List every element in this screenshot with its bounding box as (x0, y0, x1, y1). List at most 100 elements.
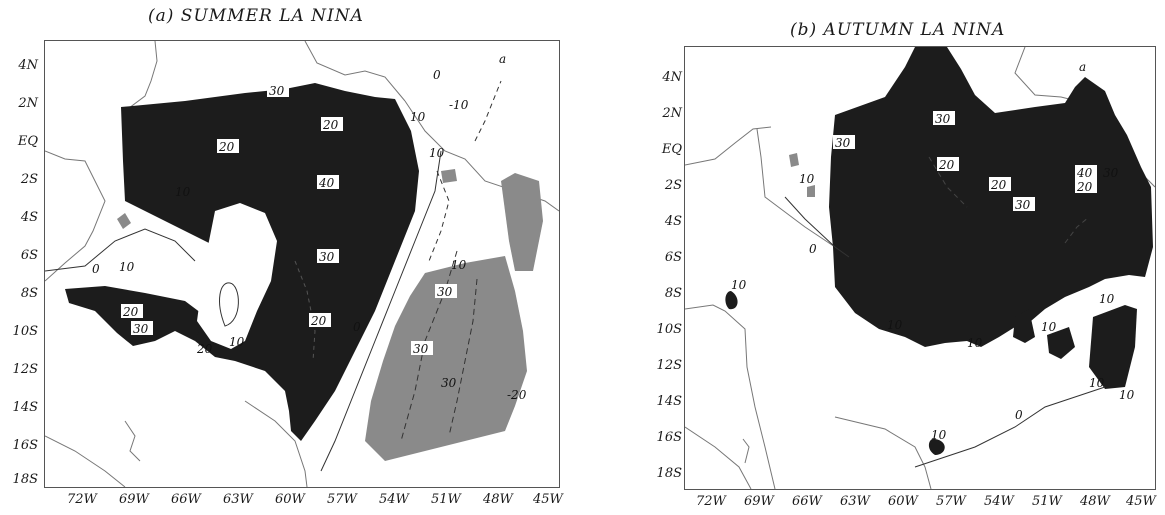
shaded-region-dark (1089, 305, 1137, 389)
contour-line-dashed (294, 260, 316, 362)
map-svg: 30 20 10 -10 0 20 40 10 10 30 0 20 30 20… (45, 41, 559, 487)
contour-label: 10 (731, 278, 747, 292)
x-tick: 57W (936, 494, 966, 509)
contour-label-bg (933, 111, 955, 125)
contour-label: 10 (410, 110, 426, 124)
contour-label: 20 (938, 158, 955, 172)
shaded-region-grey (807, 185, 815, 197)
country-border (304, 41, 406, 102)
y-tick: 2S (20, 172, 38, 187)
panel-title: (b) AUTUMN LA NINA (790, 20, 1006, 40)
contour-line-dashed (448, 278, 478, 437)
y-tick: 2N (18, 96, 38, 111)
contour-label: 20 (1076, 180, 1093, 194)
x-tick: 57W (327, 492, 357, 507)
contour-label: 10 (1099, 292, 1115, 306)
x-tick: 63W (223, 492, 253, 507)
lake-outline (742, 438, 750, 464)
contour-label-bg (1097, 291, 1119, 305)
contour-line (219, 282, 239, 327)
shaded-region-dark (928, 438, 945, 455)
contour-label: 10 (229, 335, 245, 349)
contour-label: 0 (353, 320, 361, 334)
contour-label: 10 (451, 258, 467, 272)
y-tick: 4S (20, 210, 38, 225)
contour-label-bg (317, 249, 339, 263)
y-tick: EQ (17, 134, 38, 149)
contour-line-dashed (428, 170, 450, 262)
contour-label-bg (217, 139, 239, 153)
x-tick: 66W (171, 492, 201, 507)
contour-label: 10 (967, 336, 983, 350)
x-tick: 54W (984, 494, 1014, 509)
country-border (685, 304, 776, 489)
x-tick: 48W (483, 492, 513, 507)
y-tick: EQ (661, 142, 682, 157)
map-label: a (1079, 60, 1086, 74)
contour-label-bg (309, 313, 331, 327)
contour-label-bg (131, 321, 153, 335)
contour-line-dashed (1064, 216, 1090, 244)
contour-label: 30 (133, 322, 149, 336)
contour-label: 20 (122, 305, 139, 319)
contour-line-zero (320, 150, 442, 472)
contour-line (784, 196, 850, 258)
contour-label: 40 (318, 176, 335, 190)
x-tick: 60W (888, 494, 918, 509)
x-tick: 69W (744, 494, 774, 509)
y-tick: 6S (664, 250, 682, 265)
contour-label: 30 (441, 376, 457, 390)
contour-label: 10 (175, 185, 191, 199)
contour-label: 0 (92, 262, 100, 276)
y-tick: 16S (656, 430, 682, 445)
contour-label: 30 (319, 250, 335, 264)
contour-line-zero (914, 386, 1106, 468)
y-tick: 14S (656, 394, 682, 409)
y-tick: 18S (656, 466, 682, 481)
contour-label: 0 (1015, 408, 1023, 422)
contour-label-bg (1013, 197, 1035, 211)
contour-line-dashed (928, 156, 968, 208)
shaded-region-grey (789, 153, 799, 167)
contour-label-bg (317, 175, 339, 189)
y-tick: 6S (20, 248, 38, 263)
country-border (45, 435, 126, 487)
contour-label: -20 (507, 388, 527, 402)
map-area: 30 20 10 -10 0 20 40 10 10 30 0 20 30 20… (44, 40, 560, 488)
shaded-region-dark (1047, 327, 1075, 359)
contour-line (45, 228, 196, 272)
map-label: a (499, 52, 506, 66)
y-tick: 4N (662, 70, 682, 85)
contour-label: 40 (1076, 166, 1093, 180)
shaded-region-grey (365, 256, 527, 461)
contour-label: 30 (1103, 166, 1119, 180)
contour-label: 30 (835, 136, 851, 150)
shaded-region-dark (725, 291, 738, 310)
contour-gap (197, 203, 277, 349)
contour-label: 30 (1015, 198, 1031, 212)
x-tick: 72W (696, 494, 726, 509)
map-svg: 30 30 10 20 20 40 30 20 30 0 10 10 10 10… (685, 47, 1155, 489)
contour-label: 0 (809, 242, 817, 256)
contour-label: 10 (429, 146, 445, 160)
contour-label: 10 (931, 428, 947, 442)
panel-autumn-la-nina: (b) AUTUMN LA NINA 4N 2N EQ 2S 4S 6S 8S … (600, 0, 1165, 515)
shaded-region-grey (117, 213, 131, 229)
contour-line-dashed (474, 80, 502, 142)
shaded-region-dark (829, 47, 1153, 347)
y-tick: 10S (12, 324, 38, 339)
map-area: 30 30 10 20 20 40 30 20 30 0 10 10 10 10… (684, 46, 1156, 490)
y-tick: 12S (12, 362, 38, 377)
x-tick: 51W (1032, 494, 1062, 509)
contour-label: 10 (799, 172, 815, 186)
contour-label: 30 (935, 112, 951, 126)
contour-label: 30 (269, 84, 285, 98)
contour-label-bg (121, 304, 143, 318)
y-tick: 14S (12, 400, 38, 415)
y-tick: 2S (664, 178, 682, 193)
contour-label: -10 (449, 98, 469, 112)
x-tick: 69W (119, 492, 149, 507)
y-tick: 16S (12, 438, 38, 453)
contour-label-bg (1075, 165, 1097, 179)
country-border (685, 126, 772, 166)
